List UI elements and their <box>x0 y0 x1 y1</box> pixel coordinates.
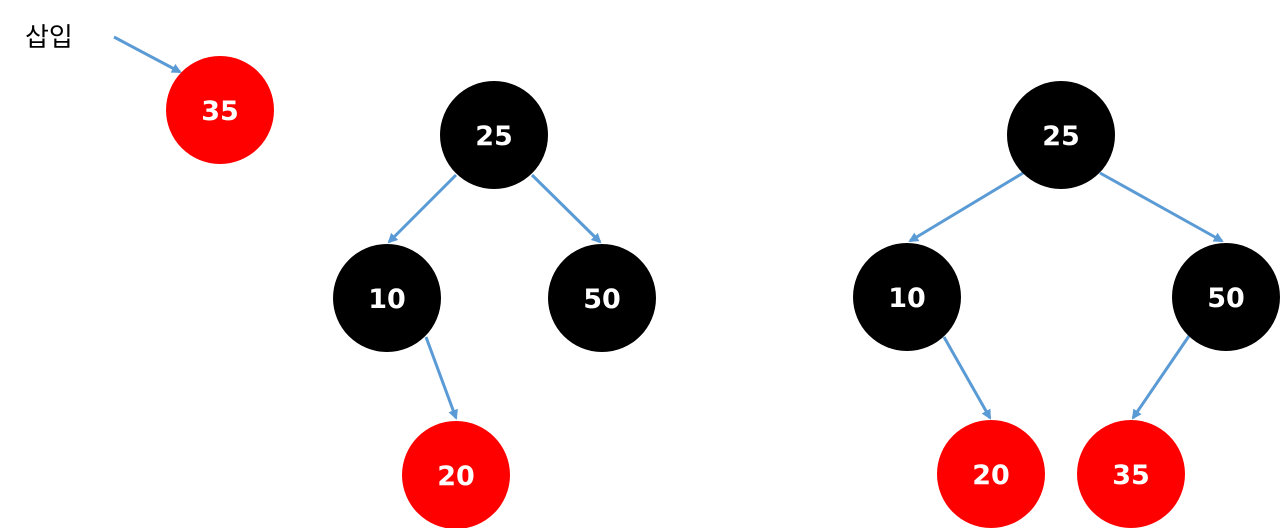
edge-after-right-child <box>1131 335 1191 420</box>
edge-before-root-left <box>387 173 458 244</box>
after-node-left: 10 <box>853 243 961 351</box>
before-node-right: 50 <box>548 244 656 352</box>
after-node-root-value: 25 <box>1042 121 1080 152</box>
after-node-right-left-value: 35 <box>1112 460 1150 491</box>
after-node-root: 25 <box>1007 81 1115 189</box>
edge-after-root-right <box>1099 171 1224 243</box>
before-node-left-right-value: 20 <box>437 461 475 492</box>
before-node-root: 25 <box>440 81 548 189</box>
tree-after: 25 10 50 20 35 <box>853 81 1280 528</box>
after-node-root-circle <box>1007 81 1115 189</box>
before-node-left-circle <box>333 244 441 352</box>
after-node-right-value: 50 <box>1207 283 1245 314</box>
new-node-circle <box>166 56 274 164</box>
after-node-left-right: 20 <box>937 420 1045 528</box>
after-node-left-right-circle <box>937 420 1045 528</box>
insert-arrow <box>113 35 182 74</box>
before-node-root-value: 25 <box>475 121 513 152</box>
after-node-left-circle <box>853 243 961 351</box>
new-node-value: 35 <box>201 96 239 127</box>
before-node-left-right-circle <box>402 421 510 528</box>
before-node-right-value: 50 <box>583 284 621 315</box>
after-node-right-circle <box>1172 243 1280 351</box>
edge-before-left-child <box>424 336 458 420</box>
after-node-right: 50 <box>1172 243 1280 351</box>
after-node-left-right-value: 20 <box>972 460 1010 491</box>
tree-before: 25 10 50 20 <box>333 81 656 528</box>
insert-label: 삽입 <box>25 23 73 53</box>
edge-before-root-right <box>530 173 602 244</box>
after-node-right-left-circle <box>1077 420 1185 528</box>
before-node-left: 10 <box>333 244 441 352</box>
after-node-left-value: 10 <box>888 283 926 314</box>
before-node-left-value: 10 <box>368 284 406 315</box>
edge-after-root-left <box>908 171 1024 243</box>
before-node-root-circle <box>440 81 548 189</box>
before-node-right-circle <box>548 244 656 352</box>
new-node: 35 <box>166 56 274 164</box>
edge-after-left-child <box>942 336 992 420</box>
before-node-left-right: 20 <box>402 421 510 528</box>
after-node-right-left: 35 <box>1077 420 1185 528</box>
